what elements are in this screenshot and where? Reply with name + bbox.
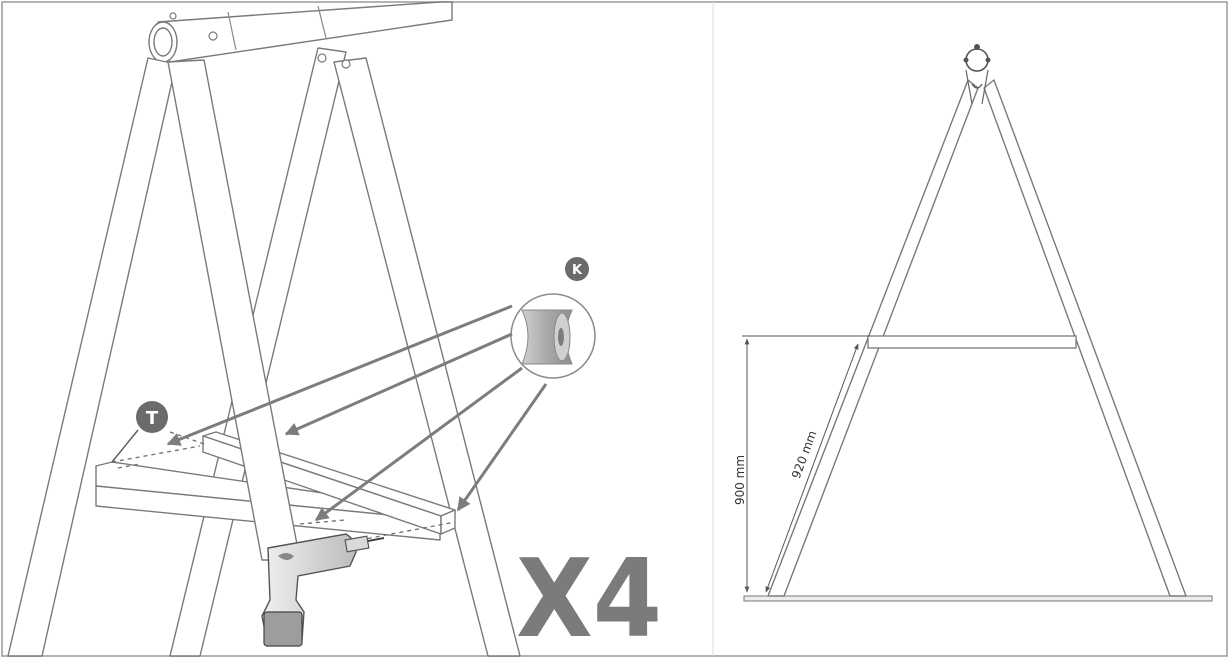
arrow-1 [166,304,513,446]
part-t-badge: T [111,401,168,463]
perspective-view: T K X4 [7,1,662,659]
screw-path-3 [359,521,456,541]
vertical-dimension-label: 900 mm [733,455,747,505]
front-leg-left [7,57,177,657]
drill-icon [261,533,385,647]
part-t-label: T [146,408,159,429]
rear-leg-right [333,57,521,657]
arrow-3 [314,366,523,522]
elevation-leg-right [983,79,1187,597]
elevation-crossbar [867,335,1077,349]
diagonal-dimension-line [765,343,859,593]
top-beam [148,1,453,69]
arrow-4 [456,383,548,512]
part-k-label: K [572,263,583,278]
diagonal-dimension-label: 920 mm [789,429,820,481]
ground-line [743,595,1213,602]
screw-path-1 [111,445,201,463]
top-joint-icon [963,44,991,105]
part-k-badge: K [565,257,589,281]
side-elevation-view: 900 mm 920 mm [733,44,1213,602]
quantity-multiplier: X4 [516,537,662,659]
pointer-arrows [166,304,548,522]
bushing-detail [510,293,596,379]
arrow-2 [284,332,513,436]
